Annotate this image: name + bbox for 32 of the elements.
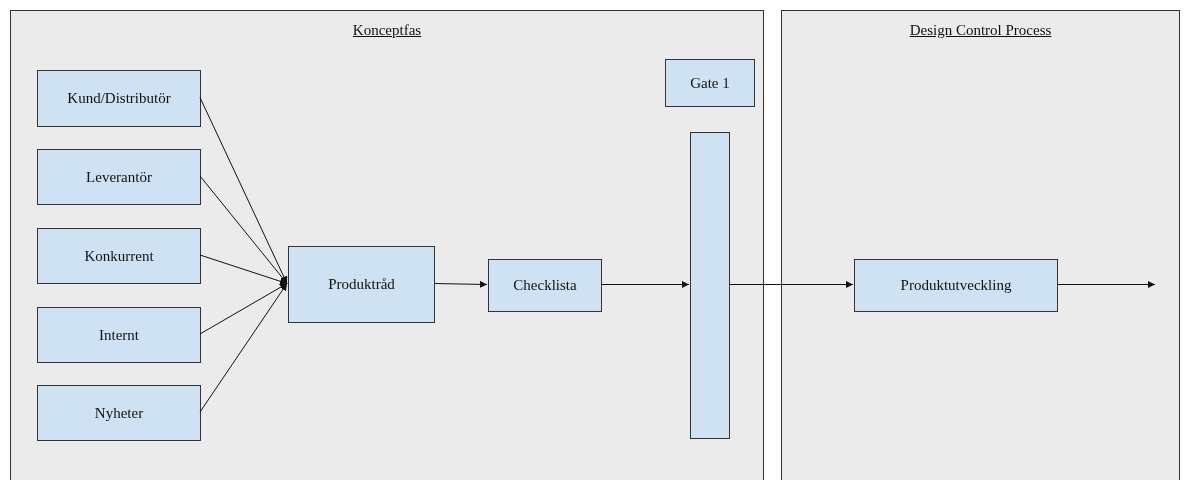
box-label: Produktutveckling [900,277,1012,294]
arrow [199,175,288,284]
process-box [37,385,201,441]
arrow [728,281,854,288]
process-box [665,59,755,107]
box-label: Kund/Distributör [67,90,171,107]
phase-panel [10,10,764,480]
phase-panel [781,10,1180,480]
box-label: Leverantör [86,168,152,186]
process-box [288,246,435,323]
process-box [488,259,602,312]
process-box [37,307,201,363]
arrow [600,281,690,288]
arrow [1056,281,1156,288]
process-box [37,149,201,205]
arrow [433,280,488,288]
arrow [199,97,288,284]
process-box [854,259,1058,312]
arrow [199,283,288,413]
arrow [199,283,288,335]
box-label: Produktråd [328,276,395,293]
box-label: Internt [99,326,139,344]
box-label: Konkurrent [84,247,154,265]
gate-bar [690,132,730,439]
arrow [199,254,288,285]
panel-heading: Konceptfas [351,22,423,39]
box-label: Gate 1 [690,74,730,92]
process-box [37,70,201,127]
box-label: Checklista [513,277,577,294]
panel-heading: Design Control Process [908,22,1053,39]
box-label: Nyheter [94,404,144,422]
process-box [37,228,201,284]
